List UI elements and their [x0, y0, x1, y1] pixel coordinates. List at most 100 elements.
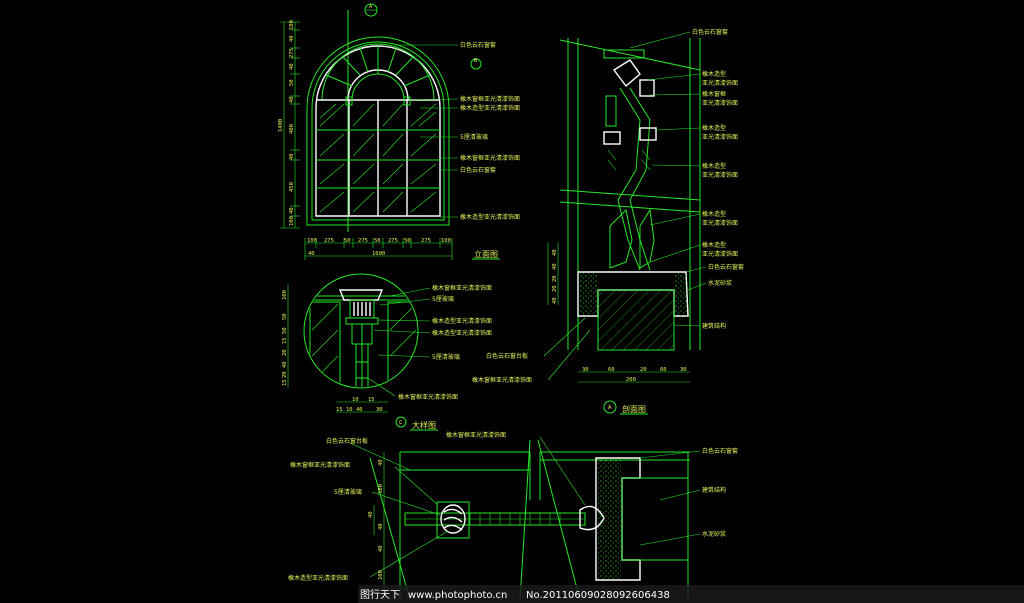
window-outer-frame: [306, 36, 450, 226]
svg-text:50: 50: [374, 238, 381, 244]
section-label-12: 橡木造型: [702, 241, 726, 249]
plan-label-left-3: 5厘清玻璃: [334, 488, 362, 496]
svg-text:40: 40: [282, 361, 288, 368]
svg-text:40: 40: [552, 297, 558, 304]
section-label-14: 白色云石窗套: [708, 263, 744, 271]
watermark-site: 图行天下: [360, 588, 400, 601]
plan-label-right-1: 白色云石窗套: [702, 447, 738, 455]
plan-label-top: 橡木窗框亚光清漆饰面: [446, 431, 506, 439]
elev-label-4: 5厘清玻璃: [460, 133, 488, 141]
svg-text:60: 60: [608, 367, 615, 373]
svg-text:400: 400: [289, 124, 295, 134]
section-label-7: 亚光清漆饰面: [702, 133, 738, 141]
svg-text:C: C: [399, 420, 402, 426]
svg-text:40: 40: [308, 251, 315, 257]
section-label-4: 橡木窗框: [702, 90, 726, 98]
section-label-10: 橡木造型: [702, 210, 726, 218]
svg-text:50: 50: [344, 238, 351, 244]
svg-text:30: 30: [376, 407, 383, 413]
svg-text:15: 15: [336, 407, 343, 413]
svg-text:40: 40: [378, 523, 384, 530]
elev-label-3: 橡木造型亚光清漆饰面: [460, 104, 520, 112]
svg-text:40: 40: [368, 511, 374, 518]
section-label-15: 水泥砂浆: [708, 279, 732, 287]
detail-label-4: 橡木造型亚光清漆饰面: [432, 329, 492, 337]
svg-text:15: 15: [368, 397, 375, 403]
detail-label-6: 橡木窗框亚光清漆饰面: [398, 393, 458, 401]
svg-text:100: 100: [378, 570, 384, 580]
section-label-11: 亚光清漆饰面: [702, 219, 738, 227]
section-label-9: 亚光清漆饰面: [702, 171, 738, 179]
svg-text:20: 20: [552, 285, 558, 292]
detail-circle: [303, 273, 419, 389]
svg-text:1400: 1400: [278, 119, 284, 132]
svg-text:40: 40: [378, 459, 384, 466]
svg-text:40: 40: [289, 153, 295, 160]
plan-label-left-2: 橡木窗框亚光清漆饰面: [290, 461, 350, 469]
detail-title: 大样图: [412, 420, 436, 430]
plan-vertical-dims: 40 100 40 40 40 100: [368, 459, 384, 580]
svg-text:10: 10: [346, 407, 353, 413]
svg-text:40: 40: [552, 263, 558, 270]
svg-text:20: 20: [282, 371, 288, 378]
watermark-id: No.20110609028092606438: [526, 590, 670, 601]
section-bottom-label-1: 白色云石窗台板: [486, 352, 528, 360]
section-bottom-label-2: 橡木窗框亚光清漆饰面: [472, 376, 532, 384]
svg-text:15: 15: [282, 379, 288, 386]
section-label-3: 亚光清漆饰面: [702, 79, 738, 87]
plan-view: 白色云石窗台板 橡木窗框亚光清漆饰面 5厘清玻璃 橡木造型亚光清漆饰面 橡木窗框…: [288, 431, 738, 601]
svg-text:20: 20: [552, 275, 558, 282]
detail-label-3: 橡木造型亚光清漆饰面: [432, 317, 492, 325]
watermark-url: www.photophoto.cn: [408, 590, 507, 601]
section-label-13: 亚光清漆饰面: [702, 250, 738, 258]
section-vertical-dims: 40 40 20 20 40: [552, 249, 558, 304]
plan-label-left-4: 橡木造型亚光清漆饰面: [288, 574, 348, 582]
section-horizontal-dims: 30 60 20 60 30 200: [582, 367, 687, 383]
svg-text:15: 15: [282, 337, 288, 344]
svg-text:100: 100: [441, 238, 451, 244]
svg-text:50: 50: [282, 313, 288, 320]
svg-text:20: 20: [640, 367, 647, 373]
svg-text:40: 40: [289, 63, 295, 70]
svg-text:A: A: [608, 405, 612, 411]
window-sash: [315, 45, 441, 217]
svg-text:275: 275: [358, 238, 368, 244]
svg-text:200: 200: [626, 377, 636, 383]
svg-text:40: 40: [289, 96, 295, 103]
plan-label-right-2: 建筑结构: [702, 486, 726, 494]
section-label-5: 亚光清漆饰面: [702, 99, 738, 107]
plan-label-left-1: 白色云石窗台板: [326, 437, 368, 445]
elev-horizontal-dims: 100 275 50 275 50 275 50 275 100 40 1600: [307, 238, 451, 257]
elevation-title: 立面图: [474, 249, 498, 259]
detail-label-2: 5厘玻璃: [432, 295, 454, 303]
svg-text:275: 275: [388, 238, 398, 244]
section-label-6: 橡木造型: [702, 124, 726, 132]
svg-text:20: 20: [282, 349, 288, 356]
svg-text:30: 30: [680, 367, 687, 373]
elev-label-7: 橡木造型亚光清漆饰面: [460, 213, 520, 221]
svg-text:275: 275: [421, 238, 431, 244]
section-label-2: 橡木造型: [702, 70, 726, 78]
svg-text:100: 100: [307, 238, 317, 244]
detail-vertical-dims: 100 50 50 15 20 40 20 15: [282, 290, 288, 386]
svg-text:450: 450: [289, 182, 295, 192]
section-title-marker: [603, 400, 617, 414]
svg-text:40: 40: [552, 249, 558, 256]
svg-text:1600: 1600: [372, 251, 385, 257]
section-label-1: 白色云石窗套: [692, 28, 728, 36]
watermark: 图行天下 www.photophoto.cn No.20110609028092…: [358, 585, 1024, 603]
svg-text:30: 30: [582, 367, 589, 373]
detail-marker: [470, 58, 482, 70]
detail-title-marker: [395, 416, 407, 428]
svg-text:B: B: [474, 58, 478, 64]
svg-text:100: 100: [378, 484, 384, 494]
svg-text:50: 50: [404, 238, 411, 244]
detail-label-5: 5厘清玻璃: [432, 353, 460, 361]
svg-text:40: 40: [289, 35, 295, 42]
elev-label-6: 白色云石窗套: [460, 166, 496, 174]
section-view: 白色云石窗套 橡木造型 亚光清漆饰面 橡木窗框 亚光清漆饰面 橡木造型 亚光清漆…: [472, 28, 744, 415]
elev-label-2: 橡木窗框亚光清漆饰面: [460, 95, 520, 103]
elevation-view: A: [278, 3, 520, 260]
marker-top-letter: A: [369, 4, 373, 10]
